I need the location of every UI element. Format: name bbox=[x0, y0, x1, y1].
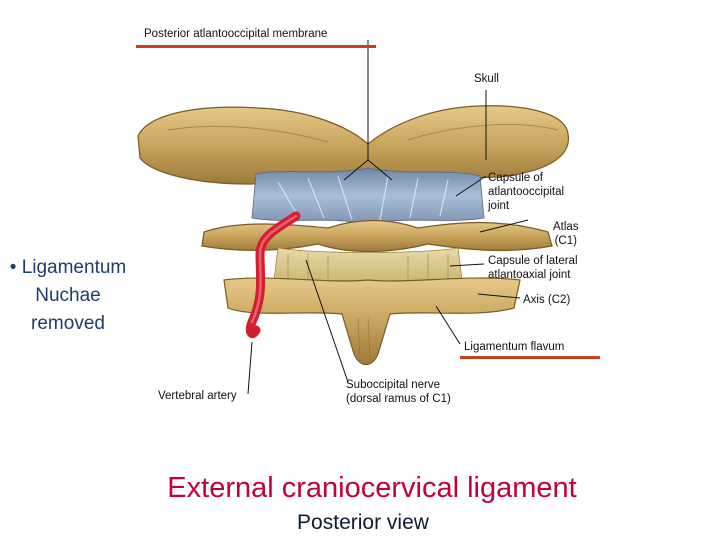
anatomy-figure: Posterior atlantooccipital membrane Skul… bbox=[128, 18, 608, 416]
leader-lines bbox=[247, 40, 529, 395]
label-suboccipital-nerve: Suboccipital nerve (dorsal ramus of C1) bbox=[346, 379, 451, 405]
label-skull: Skull bbox=[474, 73, 499, 85]
anatomy-illustration bbox=[136, 40, 600, 395]
bullet-line-3: removed bbox=[31, 313, 105, 334]
label-posterior-membrane: Posterior atlantooccipital membrane bbox=[144, 28, 328, 40]
atlas-shape bbox=[201, 219, 553, 253]
slide-subtitle: Posterior view bbox=[297, 511, 429, 534]
bullet-line-2: Nuchae bbox=[35, 285, 101, 306]
bullet-line-1: Ligamentum bbox=[21, 257, 127, 278]
label-vertebral-artery: Vertebral artery bbox=[158, 390, 237, 402]
bullet-note: • Ligamentum Nuchae removed bbox=[6, 254, 130, 338]
bullet-marker: • bbox=[9, 257, 17, 278]
membrane-label-underline bbox=[136, 45, 376, 48]
label-capsule-atlantooccipital: Capsule of atlantooccipital joint bbox=[488, 172, 565, 212]
slide-title: External craniocervical ligament bbox=[167, 472, 577, 504]
label-atlas: Atlas (C1) bbox=[553, 221, 579, 247]
label-ligamentum-flavum: Ligamentum flavum bbox=[464, 341, 565, 353]
label-axis: Axis (C2) bbox=[523, 294, 571, 306]
flavum-label-underline bbox=[460, 356, 600, 359]
axis-shape bbox=[223, 277, 521, 366]
label-capsule-atlantoaxial: Capsule of lateral atlantoaxial joint bbox=[488, 255, 578, 281]
